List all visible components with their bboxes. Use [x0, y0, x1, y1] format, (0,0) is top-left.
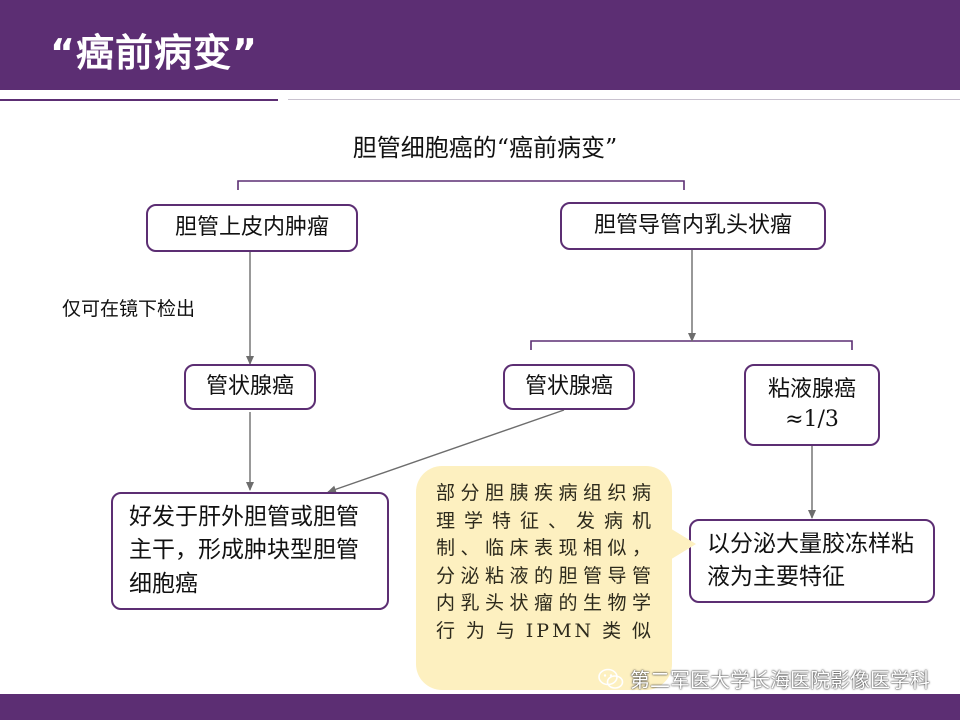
node-tubular-adenocarcinoma-right: 管状腺癌	[503, 364, 635, 410]
header-bar	[0, 0, 960, 90]
node-label: 管状腺癌	[205, 373, 294, 399]
node-ratio: ≈1/3	[785, 407, 839, 432]
note-callout: 部分胆胰疾病组织病理学特征、发病机制、临床表现相似，分泌粘液的胆管导管内乳头状瘤…	[416, 466, 672, 690]
arrow-tubular-right-to-outcome	[327, 409, 565, 494]
node-label: 以分泌大量胶冻样粘液为主要特征	[707, 530, 914, 590]
side-label-microscopic: 仅可在镜下检出	[62, 298, 196, 320]
title-rule-right	[288, 99, 960, 100]
watermark-text: 第二军医大学长海医院影像医学科	[630, 668, 930, 692]
node-extrahepatic-outcome: 好发于肝外胆管或胆管主干，形成肿块型胆管细胞癌	[111, 492, 389, 610]
watermark: 第二军医大学长海医院影像医学科	[598, 664, 930, 693]
note-text: 部分胆胰疾病组织病理学特征、发病机制、临床表现相似，分泌粘液的胆管导管内乳头状瘤…	[436, 482, 654, 642]
node-mucinous-adenocarcinoma: 粘液腺癌 ≈1/3	[744, 364, 880, 446]
top-bracket	[237, 180, 685, 190]
node-biliary-intraepithelial-neoplasia: 胆管上皮内肿瘤	[146, 204, 358, 252]
mid-bracket	[530, 340, 853, 350]
node-tubular-adenocarcinoma-left: 管状腺癌	[184, 364, 316, 410]
title-rule-left	[0, 99, 278, 101]
node-mucin-outcome: 以分泌大量胶冻样粘液为主要特征	[689, 519, 935, 603]
node-label: 管状腺癌	[524, 373, 613, 399]
node-label: 粘液腺癌	[767, 377, 856, 403]
diagram-title: 胆管细胞癌的“癌前病变”	[352, 134, 618, 162]
node-label: 胆管上皮内肿瘤	[174, 214, 329, 240]
slide-title: “癌前病变”	[50, 31, 258, 75]
node-label: 胆管导管内乳头状瘤	[593, 212, 792, 238]
wechat-icon	[598, 668, 624, 689]
node-ipnb: 胆管导管内乳头状瘤	[560, 202, 826, 250]
node-label: 好发于肝外胆管或胆管主干，形成肿块型胆管细胞癌	[129, 503, 359, 597]
footer-bar	[0, 694, 960, 720]
